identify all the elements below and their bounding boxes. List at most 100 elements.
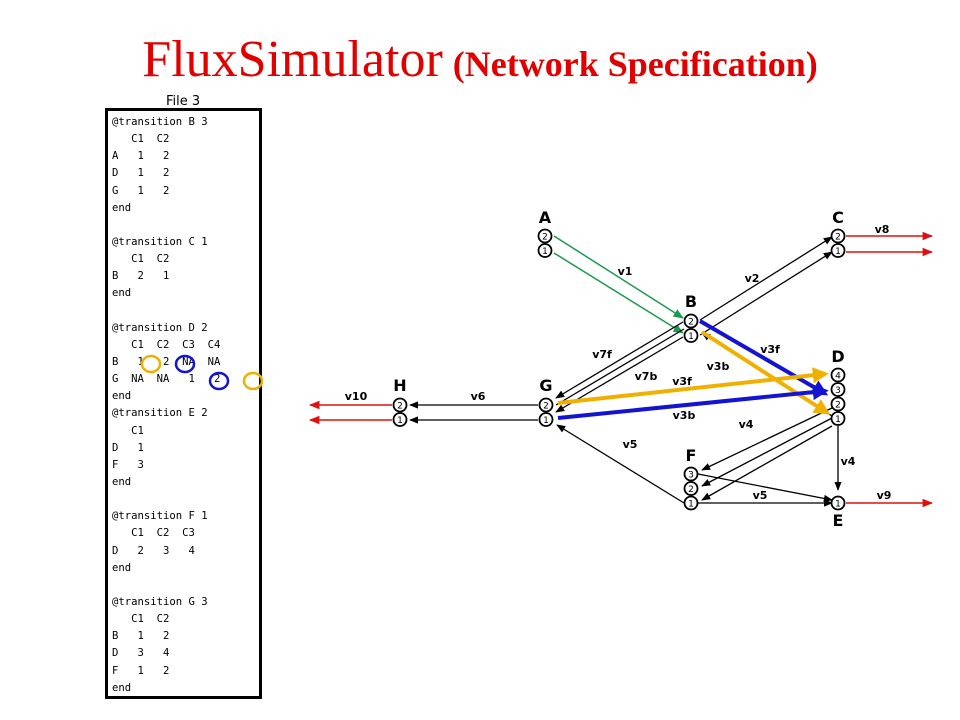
port-number: 2 xyxy=(835,233,841,243)
edge-b-d-blue xyxy=(698,319,829,396)
port-circle xyxy=(537,243,553,258)
edge-label: v10 xyxy=(345,390,368,403)
code-line: G NA NA 1 2 xyxy=(112,373,221,386)
edge-b2-g2 xyxy=(555,321,684,399)
code-line: G 1 2 xyxy=(112,184,170,197)
edge-label: v3b xyxy=(673,409,696,422)
node-e: E1 xyxy=(830,495,846,530)
port-circle xyxy=(538,397,554,413)
edge-label: v5 xyxy=(623,438,638,451)
node-label: C xyxy=(832,208,844,227)
code-line: end xyxy=(112,561,132,574)
highlight-circle-yellow-b1 xyxy=(140,354,162,374)
edge-g-d-blue xyxy=(557,384,829,420)
edge-a1-b1 xyxy=(553,252,684,334)
node-g: G21 xyxy=(538,376,554,427)
code-line: D 1 2 xyxy=(112,167,170,180)
code-line: B 2 1 xyxy=(112,270,170,283)
code-line: C1 C2 xyxy=(112,253,170,266)
node-label: D xyxy=(831,347,844,366)
code-line: @transition D 2 xyxy=(112,321,208,334)
code-line: @transition E 2 xyxy=(112,407,208,420)
edge-d2-f2 xyxy=(701,417,833,487)
code-line: C1 xyxy=(112,424,144,437)
port-circle xyxy=(683,328,699,343)
code-line: C1 C2 xyxy=(112,133,170,146)
edge-label: v6 xyxy=(471,390,486,403)
node-label: E xyxy=(833,511,844,530)
code-line: C1 C2 C3 C4 xyxy=(112,338,221,351)
title-subtitle: (Network Specification) xyxy=(452,44,818,84)
node-label: A xyxy=(539,208,552,227)
slide-title: FluxSimulator(Network Specification) xyxy=(0,30,960,89)
code-line: @transition C 1 xyxy=(112,235,208,248)
code-line: D 2 3 4 xyxy=(112,544,195,557)
edge-label: v1 xyxy=(618,265,633,278)
edge-g-d-yellow xyxy=(557,367,829,405)
port-circle xyxy=(830,411,846,426)
node-label: B xyxy=(685,292,697,311)
code-line: D 1 xyxy=(112,441,144,454)
code-line: @transition G 3 xyxy=(112,595,208,608)
code-line: end xyxy=(112,287,132,300)
node-a: A21 xyxy=(537,208,553,258)
edge-d1-f3 xyxy=(701,407,833,471)
code-line: C1 C2 xyxy=(112,613,170,626)
code-highlights xyxy=(140,354,264,391)
port-number: 2 xyxy=(543,402,549,412)
edges-green xyxy=(553,235,684,334)
port-number: 1 xyxy=(835,415,841,425)
port-circle xyxy=(537,228,553,244)
edge-label: v8 xyxy=(875,223,890,236)
code-line: end xyxy=(112,390,132,403)
edge-label: v3f xyxy=(672,375,692,388)
port-number: 4 xyxy=(835,372,841,382)
edge-b-g-mid xyxy=(555,328,685,406)
edge-f1-g1 xyxy=(556,424,685,504)
port-circle xyxy=(392,412,408,427)
code-line: end xyxy=(112,201,132,214)
port-number: 2 xyxy=(397,402,403,412)
port-circle xyxy=(392,397,408,413)
file-box xyxy=(105,108,262,699)
edge-label: v4 xyxy=(739,418,754,431)
edge-label: v7b xyxy=(635,370,658,383)
port-number: 2 xyxy=(688,485,694,495)
edge-f3-e1 xyxy=(697,473,833,503)
code-line: D 3 4 xyxy=(112,647,170,660)
code-line: end xyxy=(112,681,132,694)
edge-b1-c1 xyxy=(699,251,833,336)
code-line: A 1 2 xyxy=(112,150,170,163)
edge-label: v3b xyxy=(707,360,730,373)
port-circle xyxy=(683,481,699,496)
port-number: 1 xyxy=(542,247,548,257)
port-circle xyxy=(830,382,846,397)
code-line: @transition B 3 xyxy=(112,116,208,128)
node-c: C21 xyxy=(830,208,846,258)
port-number: 1 xyxy=(688,332,694,342)
highlight-circle-blue-b2 xyxy=(174,354,196,374)
node-label: F xyxy=(686,446,697,465)
highlight-circle-blue-g1 xyxy=(208,371,230,391)
port-number: 1 xyxy=(397,416,403,426)
port-circle xyxy=(683,495,699,511)
edge-b-d-yellow xyxy=(700,330,831,415)
edge-d-f-mid xyxy=(701,425,833,501)
edge-label: v5 xyxy=(753,489,768,502)
edge-label: v3f xyxy=(760,343,780,356)
code-line: B 1 2 NA NA xyxy=(112,355,221,368)
highlight-circle-yellow-g2 xyxy=(242,371,264,391)
port-number: 1 xyxy=(543,416,549,426)
node-b: B21 xyxy=(683,292,699,343)
port-circle xyxy=(830,243,846,258)
port-circle xyxy=(538,412,554,427)
edge-label: v2 xyxy=(745,272,760,285)
port-circle xyxy=(830,396,846,412)
edge-b2-c2 xyxy=(699,236,833,321)
port-number: 3 xyxy=(688,471,694,481)
edge-label: v7f xyxy=(592,348,612,361)
